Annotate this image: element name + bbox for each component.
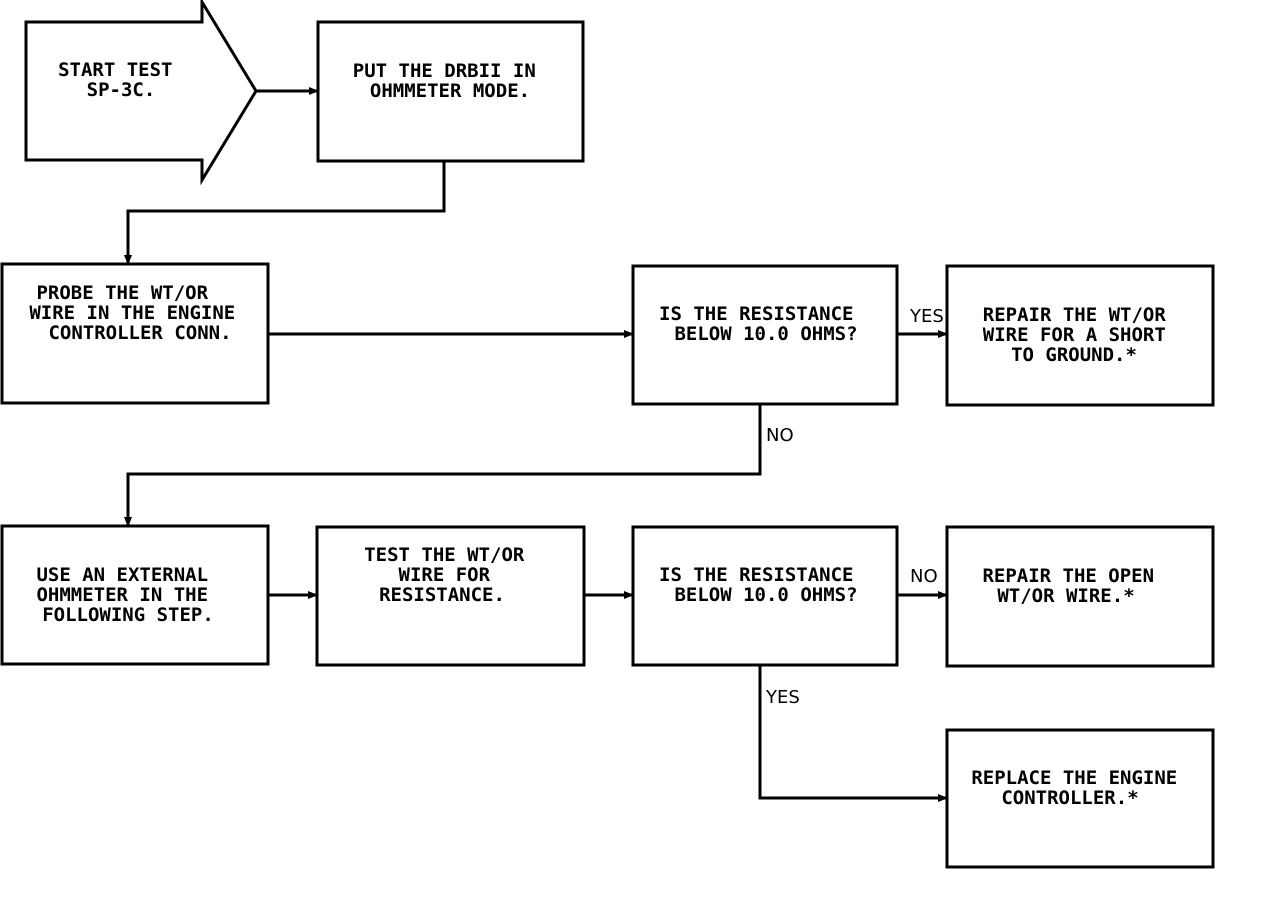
result-repair-open: REPAIR THE OPEN WT/OR WIRE.* [945, 525, 1215, 668]
replace-controller-line-1: REPLACE THE ENGINE [971, 767, 1177, 789]
probe-line-2: WIRE IN THE ENGINE [29, 302, 235, 324]
use-external-line-2: OHMMETER IN THE [36, 584, 208, 606]
connectors [124, 87, 948, 802]
edge-label-q2-no: NO [910, 566, 938, 587]
repair-short-line-1: REPAIR THE WT/OR [983, 304, 1167, 326]
svg-text:REPAIR THE WT/OR WIRE FO: REPAIR THE WT/OR WIRE FOR A SHORT TO GRO… [983, 304, 1177, 366]
svg-text:TEST THE WT/OR WIRE FOR: TEST THE WT/OR WIRE FOR RESISTANCE. [364, 544, 536, 606]
svg-text:USE AN EXTERNAL OHMMETER: USE AN EXTERNAL OHMMETER IN THE FOLLOWIN… [36, 564, 219, 626]
use-external-line-3: FOLLOWING STEP. [42, 604, 214, 626]
decision-resistance-2: IS THE RESISTANCE BELOW 10.0 OHMS? [631, 525, 899, 667]
test-wire-line-3: RESISTANCE. [379, 584, 505, 606]
question-1-line-2: BELOW 10.0 OHMS? [674, 323, 857, 345]
edge-label-q1-yes: YES [909, 306, 944, 327]
start-node-text: START TEST SP-3C. [58, 59, 184, 101]
probe-line-3: CONTROLLER CONN. [48, 322, 231, 344]
repair-short-line-3: TO GROUND.* [1011, 344, 1137, 366]
edge-label-q2-yes: YES [765, 687, 800, 708]
start-line-1: START TEST [58, 59, 172, 81]
start-line-2: SP-3C. [87, 79, 156, 101]
repair-open-line-1: REPAIR THE OPEN [982, 565, 1154, 587]
put-drbii-line-1: PUT THE DRBII IN [353, 60, 536, 82]
start-node: START TEST SP-3C. [24, 0, 258, 186]
repair-open-line-2: WT/OR WIRE.* [997, 585, 1134, 607]
put-drbii-line-2: OHMMETER MODE. [370, 80, 530, 102]
replace-controller-line-2: CONTROLLER.* [1001, 787, 1138, 809]
edge-label-q1-no: NO [766, 425, 794, 446]
test-wire-line-1: TEST THE WT/OR [364, 544, 525, 566]
arrow-question-2-yes [758, 665, 948, 802]
svg-text:IS THE RESISTANCE BELOW: IS THE RESISTANCE BELOW 10.0 OHMS? [659, 303, 865, 345]
svg-text:REPLACE THE ENGINE CONTR: REPLACE THE ENGINE CONTROLLER.* [971, 767, 1188, 809]
step-test-wire: TEST THE WT/OR WIRE FOR RESISTANCE. [315, 525, 586, 667]
arrow-put-drbii-to-probe [124, 161, 446, 265]
decision-resistance-1: IS THE RESISTANCE BELOW 10.0 OHMS? [631, 264, 899, 406]
question-2-line-2: BELOW 10.0 OHMS? [674, 584, 857, 606]
question-2-line-1: IS THE RESISTANCE [659, 564, 853, 586]
result-replace-controller: REPLACE THE ENGINE CONTROLLER.* [945, 728, 1215, 869]
step-use-external-ohmmeter: USE AN EXTERNAL OHMMETER IN THE FOLLOWIN… [0, 524, 270, 666]
use-external-line-1: USE AN EXTERNAL [36, 564, 208, 586]
result-repair-short: REPAIR THE WT/OR WIRE FOR A SHORT TO GRO… [945, 264, 1215, 407]
probe-line-1: PROBE THE WT/OR [36, 282, 208, 304]
svg-text:PUT THE DRBII IN OHMMETE: PUT THE DRBII IN OHMMETER MODE. [353, 60, 547, 102]
step-probe-wire: PROBE THE WT/OR WIRE IN THE ENGINE CONTR… [0, 262, 270, 405]
svg-text:IS THE RESISTANCE BELOW: IS THE RESISTANCE BELOW 10.0 OHMS? [659, 564, 865, 606]
test-wire-line-2: WIRE FOR [399, 564, 491, 586]
arrow-question-1-no [124, 404, 762, 527]
svg-text:PROBE THE WT/OR WIRE IN: PROBE THE WT/OR WIRE IN THE ENGINE CONTR… [29, 282, 246, 344]
question-1-line-1: IS THE RESISTANCE [659, 303, 853, 325]
svg-text:REPAIR THE OPEN WT/OR WI: REPAIR THE OPEN WT/OR WIRE.* [982, 565, 1165, 607]
step-put-drbii: PUT THE DRBII IN OHMMETER MODE. [316, 20, 585, 163]
repair-short-line-2: WIRE FOR A SHORT [983, 324, 1166, 346]
